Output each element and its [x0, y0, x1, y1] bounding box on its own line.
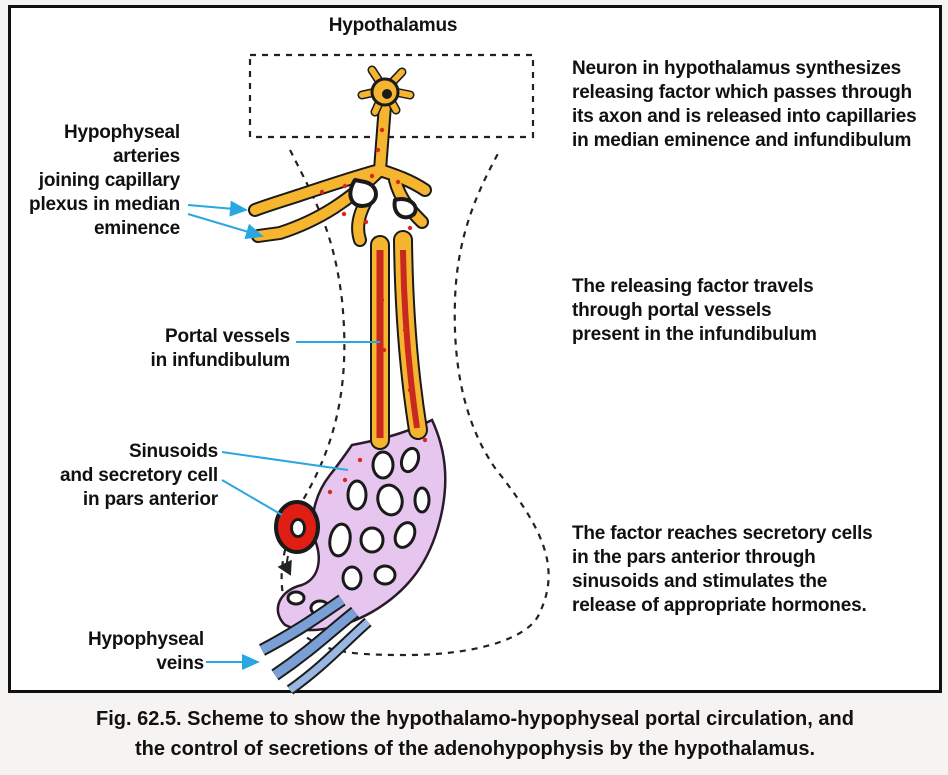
neuron-note: Neuron in hypothalamus synthesizes relea…: [572, 57, 940, 153]
hypothalamus-title: Hypothalamus: [318, 14, 468, 38]
secretory-cell: [274, 500, 320, 554]
arteries-arrow-1: [188, 205, 246, 210]
figure-caption: Fig. 62.5. Scheme to show the hypothalam…: [40, 704, 910, 764]
portal-note: The releasing factor travels through por…: [572, 275, 912, 347]
sinusoid-leader: [222, 452, 348, 470]
portal-vessels: [380, 240, 418, 440]
portal-label: Portal vessels in infundibulum: [100, 325, 290, 373]
veins-label: Hypophyseal veins: [30, 628, 204, 676]
arteries-label: Hypophyseal arteries joining capillary p…: [2, 121, 180, 241]
neuron-plexus: [255, 70, 425, 240]
cell-leader: [222, 480, 282, 515]
secretory-note: The factor reaches secretory cells in th…: [572, 522, 932, 618]
hormone-release-arrow: [287, 556, 290, 574]
arteries-arrow-2: [188, 214, 262, 236]
sinusoids-label: Sinusoids and secretory cell in pars ant…: [30, 440, 218, 512]
